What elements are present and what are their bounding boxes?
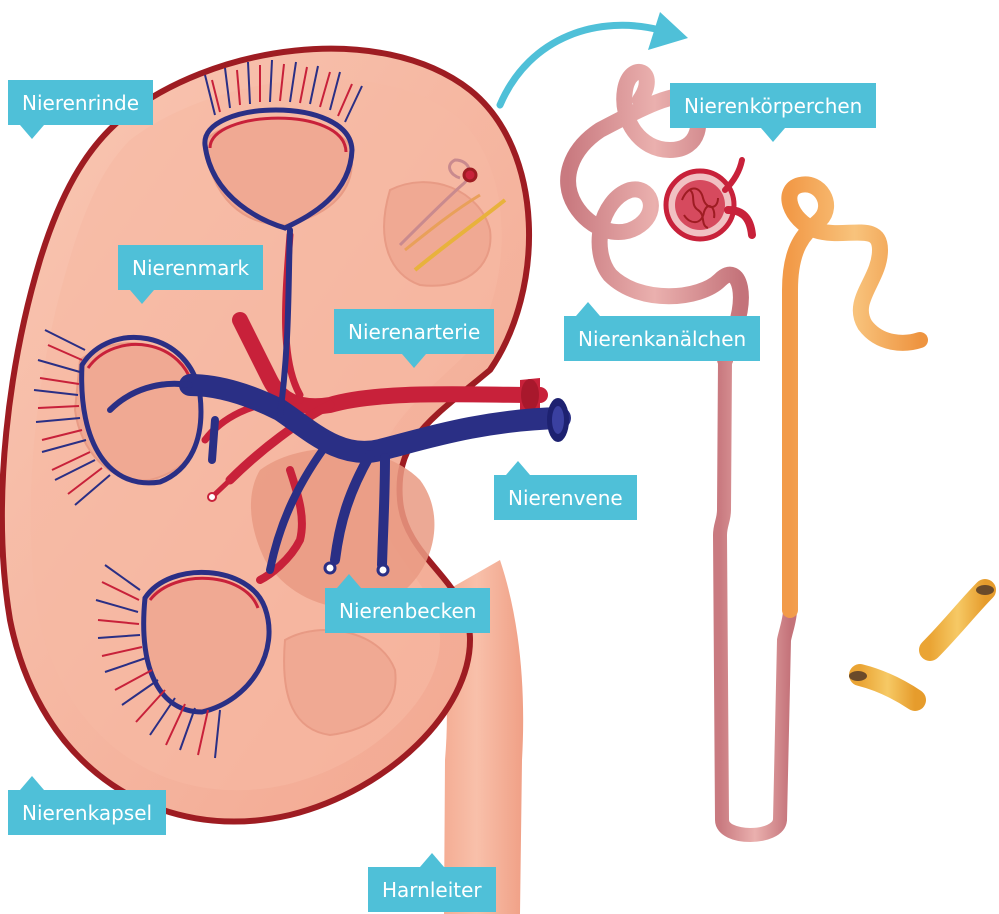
label-nierenbecken: Nierenbecken [325, 588, 490, 633]
label-nierenvene: Nierenvene [494, 475, 637, 520]
label-nierenrinde: Nierenrinde [8, 80, 153, 125]
label-nierenarterie: Nierenarterie [334, 309, 494, 354]
distal-tubule [789, 184, 920, 610]
efferent-arteriole [725, 160, 742, 190]
label-nierenkapsel: Nierenkapsel [8, 790, 166, 835]
glomerulus [675, 180, 725, 230]
label-nierenmark: Nierenmark [118, 245, 263, 290]
vessel-opening [378, 565, 388, 575]
loop-of-henle [720, 300, 790, 835]
vessel-opening [325, 563, 335, 573]
label-harnleiter: Harnleiter [368, 867, 496, 912]
zoom-arrow [500, 12, 688, 105]
nephron-detail [568, 72, 994, 835]
vessel-opening [208, 493, 216, 501]
label-nierenkanaelchen: Nierenkanälchen [564, 316, 760, 361]
collecting-duct-branch-2 [930, 590, 985, 650]
label-nierenkoerperchen: Nierenkörperchen [670, 83, 876, 128]
